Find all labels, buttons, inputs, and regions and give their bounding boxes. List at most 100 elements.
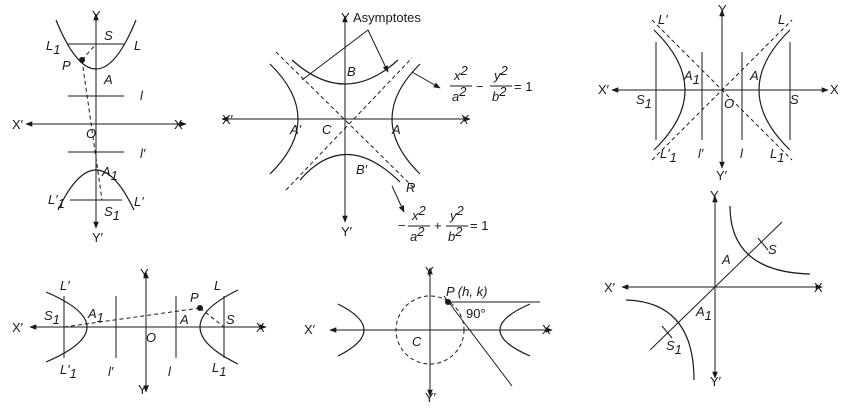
- svg-text:−: −: [398, 218, 406, 233]
- label-x: X: [814, 280, 823, 295]
- label-l-prime: L′: [658, 12, 668, 27]
- svg-text:a2: a2: [452, 84, 467, 104]
- label-s: S: [104, 28, 113, 43]
- label-x: X: [256, 320, 265, 335]
- label-l1: L1: [46, 38, 60, 57]
- label-s1: S1: [666, 338, 682, 357]
- svg-text:+: +: [434, 218, 442, 233]
- label-x-prime: X′: [598, 82, 610, 97]
- equation-conjugate: − x2 a2 + y2 b2 = 1: [398, 203, 488, 244]
- label-a: A: [103, 72, 113, 87]
- label-a1: A1: [101, 164, 118, 183]
- focal-line-1: [63, 307, 201, 328]
- svg-text:b2: b2: [492, 84, 507, 104]
- label-x: X: [542, 322, 551, 337]
- asymptote-2: [285, 57, 413, 191]
- label-s1: S1: [44, 308, 60, 327]
- asymptote-1: [275, 51, 415, 189]
- label-l: L: [214, 278, 221, 293]
- label-x-prime: X′: [12, 320, 24, 335]
- focal-line: [81, 59, 103, 201]
- label-y-prime: Y′: [138, 382, 150, 397]
- label-l-prime-1: L′1: [660, 146, 677, 165]
- label-y-prime: Y′: [710, 374, 722, 389]
- label-l-prime: L′: [60, 278, 70, 293]
- label-l-prime: L′: [134, 194, 144, 209]
- panel-asymptotes: Y Asymptotes B X′ A′ C A X B′ R Y′ x2 a2…: [221, 10, 532, 244]
- label-s: S: [790, 92, 799, 107]
- equation-hyperbola: x2 a2 − y2 b2 = 1: [450, 63, 532, 104]
- point-p: [79, 57, 85, 63]
- label-x: X: [459, 112, 470, 127]
- label-x: X: [830, 82, 839, 97]
- upper-branch: [55, 19, 137, 70]
- svg-text:= 1: = 1: [514, 79, 532, 94]
- focal-line-2: [199, 307, 225, 328]
- label-a: A: [721, 252, 731, 267]
- svg-text:x2: x2: [411, 203, 427, 223]
- svg-text:−: −: [476, 79, 484, 94]
- label-c: C: [322, 122, 332, 137]
- label-x-prime: X′: [304, 322, 316, 337]
- branch-right: [391, 63, 421, 175]
- label-b-prime: B′: [356, 162, 368, 177]
- label-s: S: [226, 312, 235, 327]
- lower-branch: [57, 169, 135, 211]
- label-s: S: [768, 242, 777, 257]
- label-p-hk: P (h, k): [446, 284, 487, 299]
- label-l-prime-1: L′1: [60, 362, 77, 381]
- label-l-prime-1: L′1: [48, 192, 65, 211]
- tick-s1: [661, 325, 673, 339]
- label-p: P: [62, 58, 71, 73]
- pointer-right: [411, 71, 441, 89]
- pointer-bottom: [391, 185, 405, 213]
- label-s1: S1: [104, 204, 120, 223]
- label-a: A: [391, 122, 401, 137]
- label-o: O: [86, 126, 96, 141]
- label-angle: 90°: [466, 306, 486, 321]
- label-l1: L1: [212, 360, 226, 379]
- label-a1: A1: [695, 304, 712, 323]
- panel-horizontal-asymptotes: Y L′ L X′ S1 A1 A O S X L′1 l′ l L1 Y′: [598, 2, 839, 183]
- label-x-prime: X′: [222, 112, 234, 127]
- label-y-prime: Y′: [425, 390, 437, 405]
- label-x: X: [174, 117, 183, 132]
- label-a1: A1: [87, 306, 104, 325]
- label-l1: L1: [770, 146, 784, 165]
- label-c: C: [412, 334, 422, 349]
- branch-upper-right: [729, 205, 811, 275]
- label-y: Y: [341, 10, 350, 25]
- label-y: Y: [425, 264, 434, 279]
- point-p: [445, 299, 451, 305]
- tick-s: [757, 237, 769, 251]
- label-dir-l-prime: l′: [108, 364, 114, 379]
- branch-lower-left: [625, 299, 695, 381]
- label-a: A: [179, 312, 189, 327]
- branch-left: [653, 29, 686, 151]
- panel-vertical-hyperbola: Y S L1 L P A l X′ O X l′ A1 L′1 L′ S1 Y′: [12, 8, 187, 245]
- label-b: B: [347, 64, 356, 79]
- svg-text:x2: x2: [453, 63, 469, 83]
- svg-text:= 1: = 1: [470, 218, 488, 233]
- director-circle: [395, 295, 465, 365]
- label-o: O: [724, 96, 734, 111]
- tangent-slant: [443, 295, 513, 387]
- svg-text:a2: a2: [410, 224, 425, 244]
- branch-left: [269, 63, 299, 175]
- svg-text:y2: y2: [493, 63, 509, 83]
- label-y-prime: Y′: [92, 230, 104, 245]
- label-l: L: [134, 38, 141, 53]
- branch-right: [199, 289, 239, 365]
- svg-text:y2: y2: [449, 203, 465, 223]
- label-p: P: [190, 290, 199, 305]
- label-dir-l-prime: l′: [698, 146, 704, 161]
- panel-director-circle: Y P (h, k) 90° X′ C X Y′: [304, 264, 553, 405]
- label-o: O: [146, 330, 156, 345]
- label-x-prime: X′: [12, 117, 24, 132]
- label-l: L: [778, 12, 785, 27]
- branch-left: [45, 291, 88, 363]
- label-dir-l-prime: l′: [140, 146, 146, 161]
- label-dir-l: l: [168, 364, 172, 379]
- label-a: A: [749, 68, 759, 83]
